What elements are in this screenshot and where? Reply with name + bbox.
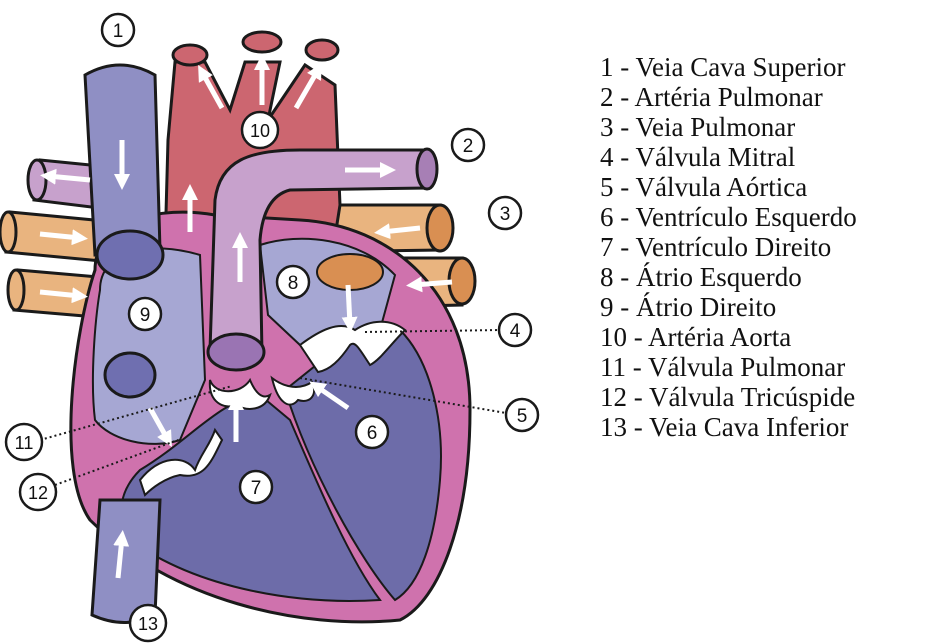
- label-10-text: 10: [250, 121, 270, 141]
- label-8-text: 8: [288, 273, 299, 294]
- label-3-text: 3: [500, 204, 511, 225]
- label-4-text: 4: [510, 321, 521, 342]
- inferior-vena-cava-opening: [105, 353, 155, 397]
- legend-item-4: 4 - Válvula Mitral: [600, 142, 857, 172]
- left-pulmonary-vein-middle-end: [0, 212, 16, 252]
- legend-item-7: 7 - Ventrículo Direito: [600, 232, 857, 262]
- legend: 1 - Veia Cava Superior 2 - Artéria Pulmo…: [600, 52, 857, 442]
- mitral-orifice: [317, 254, 383, 290]
- label-2-text: 2: [463, 136, 474, 157]
- label-9: 9: [129, 298, 161, 330]
- flow-arrow-rpv-lower: [414, 282, 452, 285]
- right-pulmonary-vein-lower-end: [449, 258, 475, 304]
- label-1: 1: [102, 14, 134, 46]
- label-12-text: 12: [28, 483, 48, 503]
- legend-item-10: 10 - Artéria Aorta: [600, 322, 857, 352]
- legend-item-1: 1 - Veia Cava Superior: [600, 52, 857, 82]
- label-4: 4: [499, 314, 531, 346]
- legend-item-5: 5 - Válvula Aórtica: [600, 172, 857, 202]
- label-8: 8: [277, 266, 309, 298]
- legend-item-13: 13 - Veia Cava Inferior: [600, 412, 857, 442]
- label-7-text: 7: [251, 478, 262, 499]
- label-6-text: 6: [367, 423, 378, 444]
- right-atrium: [93, 248, 205, 444]
- label-5: 5: [506, 399, 538, 431]
- label-7: 7: [240, 471, 272, 503]
- label-11: 11: [6, 424, 42, 460]
- label-2: 2: [452, 129, 484, 161]
- right-pulmonary-vein-upper-end: [427, 205, 453, 251]
- label-3: 3: [489, 197, 521, 229]
- superior-vena-cava-opening: [97, 231, 163, 279]
- legend-item-9: 9 - Átrio Direito: [600, 292, 857, 322]
- left-pulmonary-vein-upper-end: [28, 160, 46, 200]
- label-13: 13: [130, 605, 166, 641]
- pulmonary-artery-end: [417, 149, 437, 189]
- aorta-branch-right: [306, 40, 338, 60]
- label-6: 6: [356, 416, 388, 448]
- legend-item-11: 11 - Válvula Pulmonar: [600, 352, 857, 382]
- flow-arrow-left-atrium: [348, 285, 350, 325]
- legend-item-2: 2 - Artéria Pulmonar: [600, 82, 857, 112]
- legend-item-6: 6 - Ventrículo Esquerdo: [600, 202, 857, 232]
- label-12: 12: [20, 474, 56, 510]
- label-10: 10: [242, 112, 278, 148]
- label-11-text: 11: [15, 433, 34, 453]
- aorta-branch-middle: [243, 32, 281, 52]
- aorta-branch-left: [173, 45, 207, 65]
- label-9-text: 9: [140, 305, 151, 326]
- legend-item-3: 3 - Veia Pulmonar: [600, 112, 857, 142]
- label-5-text: 5: [517, 406, 528, 427]
- label-13-text: 13: [138, 614, 158, 634]
- label-1-text: 1: [113, 21, 124, 42]
- legend-item-8: 8 - Átrio Esquerdo: [600, 262, 857, 292]
- legend-item-12: 12 - Válvula Tricúspide: [600, 382, 857, 412]
- pulmonary-trunk-base: [208, 334, 264, 370]
- left-pulmonary-vein-lower-end: [8, 270, 24, 310]
